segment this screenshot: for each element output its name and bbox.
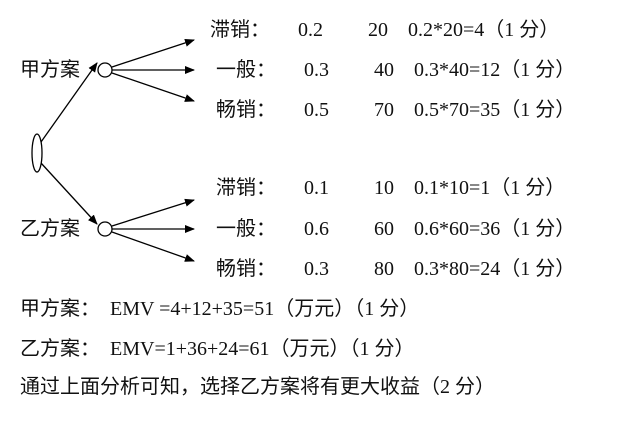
- state-label: 一般：: [216, 218, 276, 240]
- probability: 0.3: [304, 59, 329, 81]
- state-label: 一般：: [216, 59, 276, 81]
- payoff: 40: [374, 59, 394, 81]
- chance-node-plan-a: [97, 62, 113, 78]
- state-arrow: [111, 72, 195, 102]
- probability: 0.1: [304, 177, 329, 199]
- state-arrow: [111, 39, 195, 68]
- branch-arrow-plan-b: [40, 162, 98, 225]
- probability: 0.5: [304, 99, 329, 121]
- expected-calc: 0.5*70=35（1 分）: [414, 99, 576, 121]
- payoff: 80: [374, 258, 394, 280]
- expected-calc: 0.6*60=36（1 分）: [414, 218, 576, 240]
- plan-b-label: 乙方案: [20, 218, 80, 240]
- decision-node: [31, 133, 43, 173]
- probability: 0.6: [304, 218, 329, 240]
- conclusion: 通过上面分析可知，选择乙方案将有更大收益（2 分）: [20, 376, 495, 398]
- payoff: 10: [374, 177, 394, 199]
- state-label: 滞销：: [210, 19, 270, 41]
- expected-calc: 0.3*40=12（1 分）: [414, 59, 576, 81]
- state-label: 畅销：: [216, 258, 276, 280]
- branch-arrow-plan-a: [40, 62, 98, 143]
- probability: 0.3: [304, 258, 329, 280]
- state-arrow: [111, 231, 195, 262]
- expected-calc: 0.1*10=1（1 分）: [414, 177, 566, 199]
- plan-b-emv: 乙方案： EMV=1+36+24=61（万元）（1 分）: [20, 338, 415, 360]
- state-arrow: [111, 198, 195, 227]
- state-label: 畅销：: [216, 99, 276, 121]
- payoff: 20: [368, 19, 388, 41]
- payoff: 70: [374, 99, 394, 121]
- probability: 0.2: [298, 19, 323, 41]
- expected-calc: 0.3*80=24（1 分）: [414, 258, 576, 280]
- state-label: 滞销：: [216, 177, 276, 199]
- expected-calc: 0.2*20=4（1 分）: [408, 19, 560, 41]
- payoff: 60: [374, 218, 394, 240]
- plan-a-label: 甲方案: [20, 59, 80, 81]
- plan-a-emv: 甲方案： EMV =4+12+35=51（万元）（1 分）: [20, 298, 420, 320]
- chance-node-plan-b: [97, 221, 113, 237]
